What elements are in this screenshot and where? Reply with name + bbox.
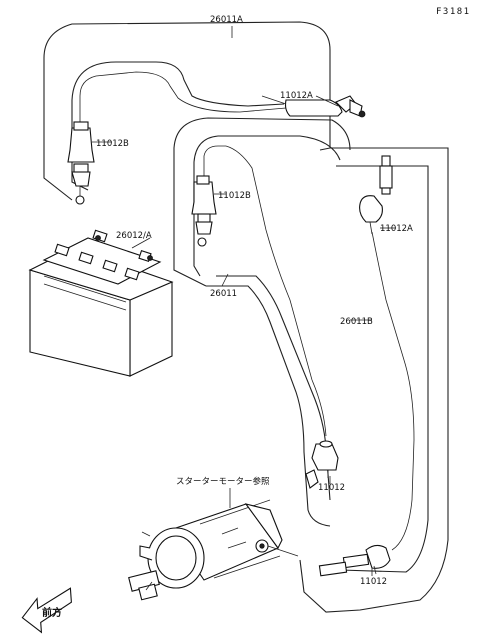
cable-26011 [173, 117, 351, 527]
battery [28, 229, 174, 377]
front-direction-arrow: 前方 [21, 587, 72, 634]
boot-11012b-mid [191, 175, 226, 247]
boot-11012a-top [284, 95, 366, 118]
starter-motor [128, 499, 299, 601]
label-cap-11012-bottom: 11012 [360, 577, 387, 587]
label-boot-11012a-top: 11012A [280, 91, 313, 101]
cap-11012-mid [305, 440, 339, 489]
label-boot-11012a-right: 11012A [380, 224, 413, 234]
cable-26011b [299, 147, 449, 613]
label-boot-11012b-top: 11012B [96, 139, 129, 149]
boot-11012a-right [359, 155, 396, 235]
label-boot-11012b-mid: 11012B [218, 191, 251, 201]
leader-lines [221, 26, 373, 576]
label-cap-11012-mid: 11012 [318, 483, 345, 493]
cable-26011a [43, 21, 331, 201]
label-cable-26011b: 26011B [340, 317, 373, 327]
label-cable-26011: 26011 [210, 289, 237, 299]
cap-11012-bottom [318, 544, 391, 577]
label-battery: 26012/A [116, 231, 152, 241]
label-cable-26011a: 26011A [210, 15, 243, 25]
front-mark-label: 前方 [42, 606, 62, 619]
boot-11012b-top [67, 121, 112, 205]
figure-code: F3181 [436, 7, 471, 17]
label-starter-ref: スターターモーター参照 [176, 476, 270, 487]
